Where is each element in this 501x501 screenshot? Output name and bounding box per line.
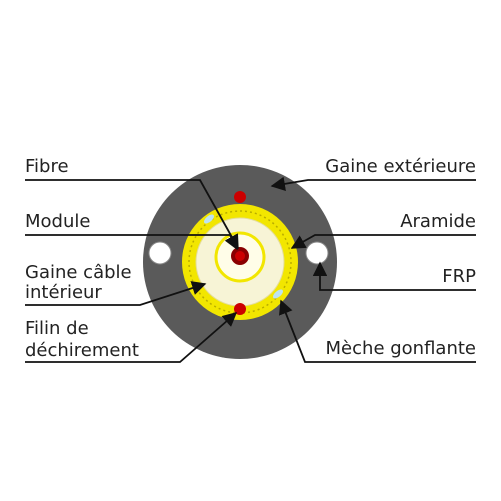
outer-sheath-leader-line bbox=[270, 176, 476, 191]
ripcord-bottom bbox=[234, 303, 246, 315]
inner-sheath-dashed-ring bbox=[188, 210, 292, 314]
ripcord-leader-line bbox=[25, 312, 238, 363]
label-swelling-wick: Mèche gonflante bbox=[326, 338, 476, 359]
aramid-leader-line bbox=[290, 234, 476, 249]
frp-right bbox=[305, 241, 329, 265]
inner-sheath-leader-line bbox=[25, 281, 207, 306]
frp-left bbox=[148, 241, 172, 265]
label-fibre: Fibre bbox=[25, 156, 69, 177]
ripcord-top bbox=[234, 191, 246, 203]
swelling-wick-top-left bbox=[204, 214, 214, 224]
label-outer-sheath: Gaine extérieure bbox=[325, 156, 476, 177]
frp-leader-line bbox=[312, 261, 476, 291]
fibre-leader-line bbox=[25, 179, 239, 250]
swelling-wick-bottom-right bbox=[273, 289, 283, 299]
label-ripcord-line1: Filin de bbox=[25, 318, 89, 339]
label-inner-sheath-line2: intérieur bbox=[25, 282, 102, 303]
label-module: Module bbox=[25, 211, 90, 232]
swelling-wick-leader-line bbox=[279, 299, 476, 363]
label-aramid: Aramide bbox=[400, 211, 476, 232]
label-frp: FRP bbox=[442, 266, 476, 287]
label-ripcord-line2: déchirement bbox=[25, 340, 139, 361]
fibre-core bbox=[235, 251, 245, 261]
module-leader-line bbox=[25, 234, 238, 251]
label-inner-sheath-line1: Gaine câble bbox=[25, 262, 132, 283]
